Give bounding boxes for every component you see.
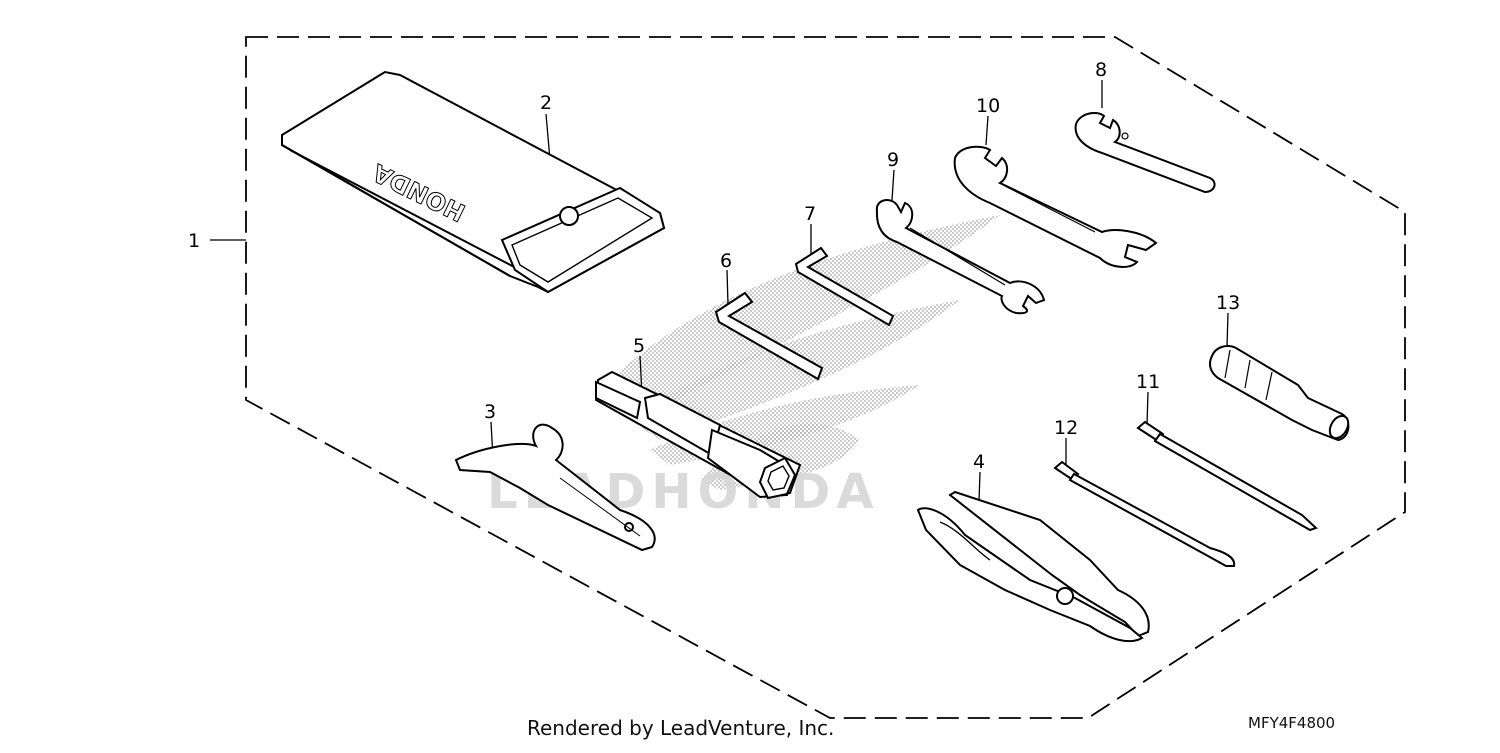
callout-5: 5 — [633, 335, 645, 357]
callout-10: 10 — [976, 95, 1000, 117]
part-code: MFY4F4800 — [1248, 714, 1336, 732]
leader-line-9 — [891, 169, 895, 201]
pin-spanner — [454, 423, 656, 552]
open-end-wrench-small — [875, 199, 1046, 315]
callout-8: 8 — [1095, 59, 1107, 81]
callout-9: 9 — [887, 149, 899, 171]
render-credit: Rendered by LeadVenture, Inc. — [527, 716, 835, 740]
tool-pouch: HONDA — [281, 70, 666, 294]
leader-line-10 — [985, 115, 989, 146]
leader-line-6 — [726, 269, 729, 306]
kit-outline — [245, 36, 1406, 719]
open-end-wrench-large — [953, 145, 1158, 268]
leader-line-11 — [1146, 391, 1149, 426]
hex-key-large — [714, 291, 824, 381]
callout-12: 12 — [1054, 417, 1078, 439]
callout-2: 2 — [540, 92, 552, 114]
callout-13: 13 — [1216, 292, 1240, 314]
screwdriver-phillips — [1136, 420, 1318, 532]
screwdriver-flat — [1053, 460, 1236, 567]
pliers — [916, 490, 1150, 643]
callout-4: 4 — [973, 451, 985, 473]
callout-1: 1 — [188, 230, 200, 252]
callout-3: 3 — [484, 401, 496, 423]
socket-wrench — [594, 370, 802, 500]
leader-line-4 — [978, 471, 981, 503]
callout-11: 11 — [1136, 371, 1160, 393]
screwdriver-handle — [1209, 345, 1350, 442]
callout-6: 6 — [720, 250, 732, 272]
callout-7: 7 — [804, 203, 816, 225]
small-wrench — [1074, 111, 1216, 194]
leader-line-13 — [1226, 312, 1229, 348]
hex-key-small — [794, 246, 895, 327]
leader-line-2 — [545, 113, 551, 161]
